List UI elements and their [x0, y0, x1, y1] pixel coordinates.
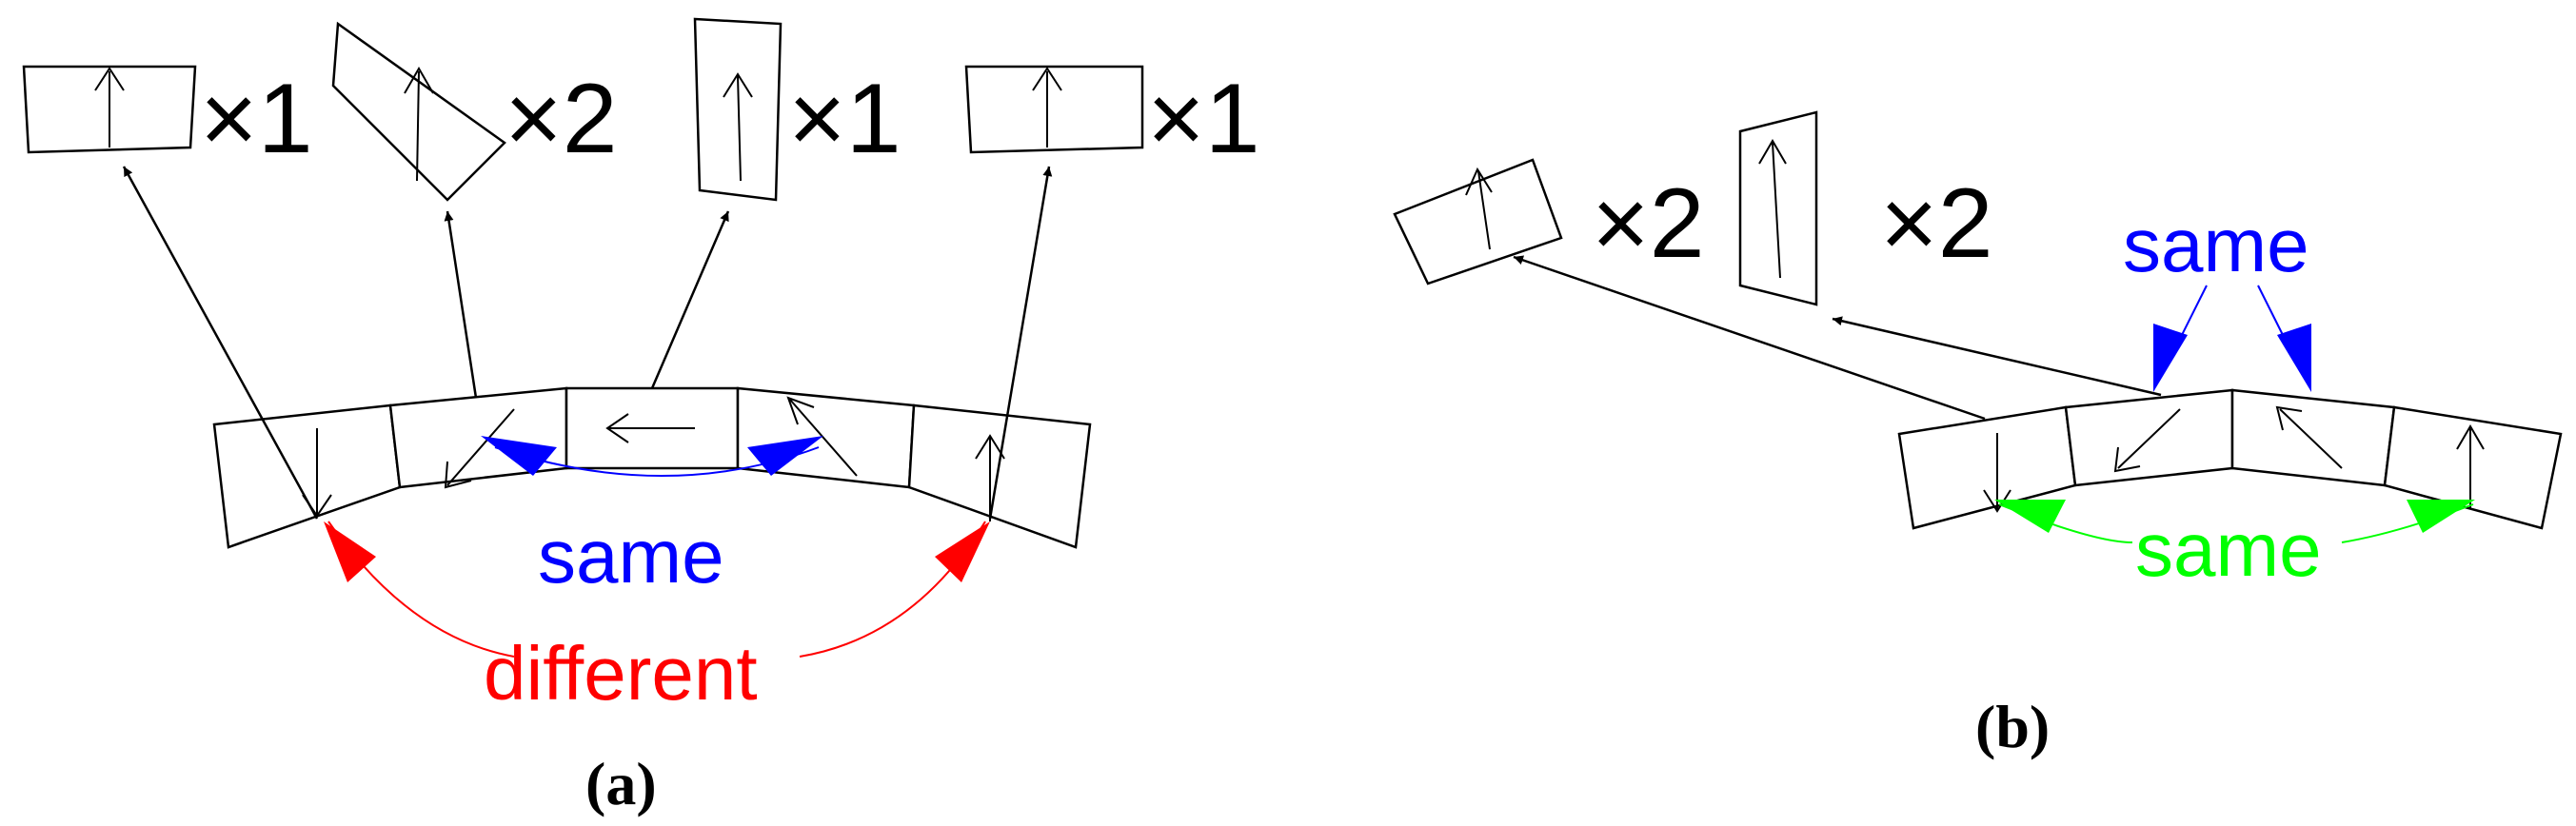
same-label-b-bottom: same [2135, 507, 2322, 592]
arrowhead-icon [2277, 324, 2311, 392]
multiplier-label: ×1 [1147, 64, 1260, 174]
magnet-arrow-left-icon [605, 413, 695, 443]
box-b-1 [1393, 158, 1563, 285]
mapping-line [650, 210, 730, 389]
magnet-arrow-diag-icon [2113, 408, 2181, 473]
magnet-arrow-diag-icon [444, 408, 515, 489]
caption-b: (b) [1975, 693, 2050, 760]
ring-a-segment-5 [907, 403, 1092, 549]
same-label-b-top: same [2123, 203, 2309, 287]
ring-a [212, 386, 1092, 549]
arrowhead-icon [2153, 324, 2188, 392]
multiplier-label: ×2 [1592, 168, 1705, 279]
box-a-3 [693, 17, 783, 202]
mapping-line [1513, 255, 1986, 421]
magnet-arrow-up-icon [2456, 424, 2485, 509]
magnet-arrow-up-icon [1758, 139, 1787, 279]
arrowhead-icon [324, 521, 376, 582]
different-label: different [484, 631, 758, 716]
ring-a-segment-4 [736, 386, 916, 489]
mapping-line [444, 210, 478, 399]
multiplier-label: ×1 [788, 64, 902, 174]
box-a-2 [331, 21, 506, 202]
magnet-arrow-up-icon [975, 434, 1005, 521]
arrowhead-icon [1994, 500, 2066, 533]
mapping-line [1832, 316, 2162, 397]
ring-a-segment-1 [212, 403, 402, 549]
box-a-1 [22, 65, 197, 154]
magnet-arrow-diag-icon [2275, 405, 2343, 469]
mapping-line [988, 166, 1053, 520]
ring-b-segment-4 [2383, 405, 2563, 530]
magnet-arrow-diag-icon [786, 396, 858, 477]
arrowhead-icon [935, 521, 990, 582]
magnet-arrow-up-icon [1465, 167, 1493, 250]
arrowhead-icon [2407, 500, 2475, 533]
ring-b [1897, 388, 2563, 530]
multiplier-label: ×2 [505, 64, 618, 174]
box-b-2 [1738, 110, 1818, 306]
same-label-a: same [538, 514, 724, 599]
mapping-line [122, 166, 319, 520]
box-a-4 [964, 65, 1144, 154]
multiplier-label: ×2 [1880, 168, 1993, 279]
ring-a-segment-2 [388, 386, 568, 489]
panel-b: ×2 ×2 same same (b) [1393, 110, 2563, 760]
caption-a: (a) [585, 750, 657, 817]
multiplier-label: ×1 [200, 64, 313, 174]
panel-a: ×1 ×2 ×1 ×1 same different (a) [22, 17, 1260, 817]
arrowhead-icon [481, 436, 557, 476]
ring-b-segment-3 [2230, 388, 2396, 487]
arrowhead-icon [747, 436, 823, 476]
magnet-arrow-down-icon [1983, 433, 2011, 513]
